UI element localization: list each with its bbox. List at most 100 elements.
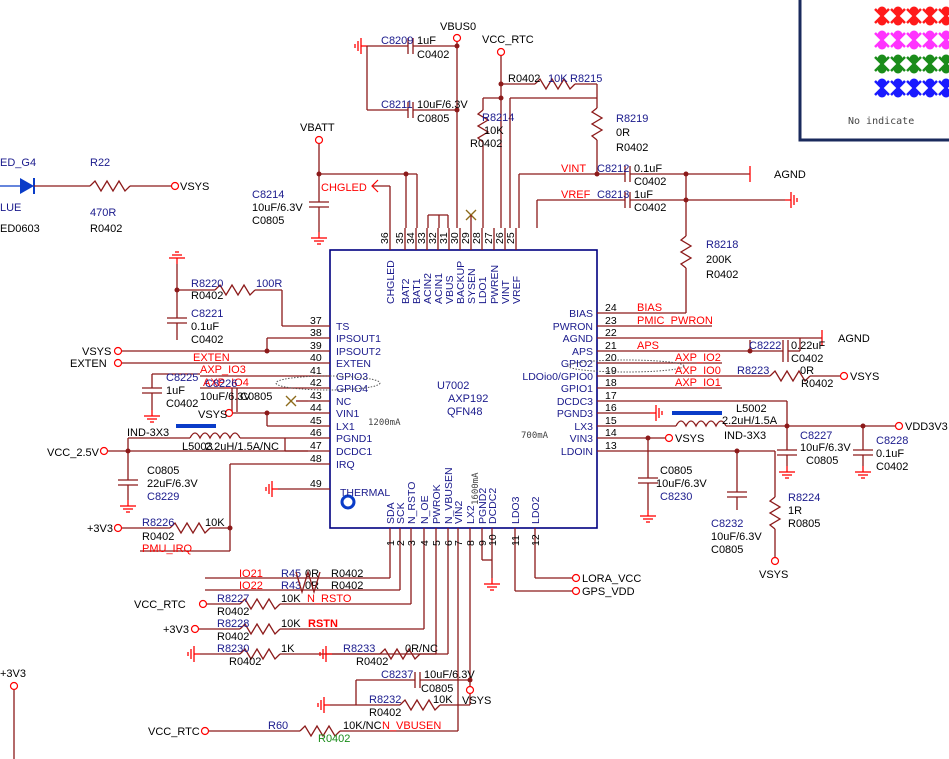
net-pmu-irq: PMU_IRQ — [142, 543, 193, 555]
pin-left-name: LX1 — [336, 421, 355, 433]
c8213-val: 1uF — [634, 189, 653, 201]
port-agnd-right: AGND — [838, 333, 870, 345]
pin-top-name: BAT2 — [400, 278, 412, 304]
net-axp-io2: AXP_IO2 — [675, 352, 721, 364]
legend-swatch — [906, 6, 922, 26]
r8220-ref: R8220 — [191, 278, 223, 290]
net-axp-io3: AXP_IO3 — [200, 364, 246, 376]
pin-left-num: 39 — [310, 340, 322, 352]
pin-top-num: 34 — [405, 232, 417, 244]
c8214-val: 10uF/6.3V — [252, 202, 303, 214]
pin-bottom-name: SCK — [395, 502, 407, 524]
r8227-pkg: R0402 — [217, 606, 249, 618]
port-vsys-mid: VSYS — [198, 409, 227, 421]
l5003-ref: L5003 — [182, 441, 213, 453]
r8218-ref: R8218 — [706, 239, 738, 251]
c8230-val: 10uF/6.3V — [656, 478, 707, 490]
r8227-val: 10K — [281, 593, 301, 605]
pin-right-num: 16 — [605, 402, 617, 414]
c8222-val: 0.22uF — [791, 340, 826, 352]
r43-pkg: R0402 — [331, 580, 363, 592]
c8228-ref: C8228 — [876, 435, 908, 447]
l5003-pkg: IND-3X3 — [127, 427, 169, 439]
pin-bottom-num: 9 — [477, 540, 489, 546]
pin-bottom-name: LDO2 — [530, 496, 542, 524]
r45-val: 0R — [305, 568, 319, 580]
pin-top-name: BACKUP — [455, 261, 467, 304]
r22-ref: R22 — [90, 157, 110, 169]
c8226-pkg: C0805 — [240, 391, 272, 403]
pin-top-name: LDO1 — [477, 276, 489, 304]
legend-swatch — [874, 30, 890, 50]
legend-swatch — [890, 54, 906, 74]
pin-left-name: PGND1 — [336, 433, 372, 445]
pin-bottom-name: PGND2 — [477, 488, 489, 524]
r8230-ref: R8230 — [217, 643, 249, 655]
c8232-pkg: C0805 — [711, 544, 743, 556]
c8227-val: 10uF/6.3V — [800, 442, 851, 454]
c8211-ref: C8211 — [381, 99, 413, 111]
pin-bottom-num: 3 — [406, 540, 418, 546]
legend-swatch — [906, 30, 922, 50]
c8212-val: 0.1uF — [634, 163, 662, 175]
r8230-val: 1K — [281, 643, 295, 655]
net-n-vbusen: N_VBUSEN — [382, 720, 441, 732]
c8221-pkg: C0402 — [191, 334, 223, 346]
pin-bottom-num: 7 — [453, 540, 465, 546]
r8218-val: 200K — [706, 254, 732, 266]
l5003-val: 2.2uH/1.5A/NC — [205, 441, 279, 453]
net-pmic-pwron: PMIC_PWRON — [637, 315, 713, 327]
pin-right-name: BIAS — [569, 308, 593, 320]
r22-val: 470R — [90, 207, 116, 219]
pin-right-name: LX3 — [574, 421, 593, 433]
pin-top-num: 27 — [483, 232, 495, 244]
r8232-ref: R8232 — [369, 694, 401, 706]
port-vcc-rtc-top: VCC_RTC — [482, 34, 534, 46]
top-wiring: VBUS0 C8209 1uF C0402 C8211 10uF/6.3V C0… — [252, 21, 806, 313]
c8209-pkg: C0402 — [417, 49, 449, 61]
c8229-pkg: C0805 — [147, 465, 179, 477]
r60-val: 10K/NC — [343, 720, 382, 732]
c8214-ref: C8214 — [252, 189, 284, 201]
legend-swatch — [938, 30, 949, 50]
pin-bottom-name: VIN2 — [453, 500, 465, 524]
pin-left-num: 42 — [310, 377, 322, 389]
r8215-val: 10K — [548, 73, 568, 85]
port-p3v3-r8228: +3V3 — [163, 624, 189, 636]
net-vref: VREF — [561, 189, 591, 201]
pin-top-num: 32 — [427, 232, 439, 244]
net-exten: EXTEN — [193, 352, 230, 364]
port-lora-vcc: LORA_VCC — [582, 573, 641, 585]
c8227-pkg: C0805 — [806, 455, 838, 467]
ic-package: QFN48 — [447, 406, 482, 418]
r60-ref: R60 — [268, 720, 288, 732]
legend-swatch — [906, 54, 922, 74]
port-p3v3-left: +3V3 — [87, 523, 113, 535]
pin-right-name: DCDC3 — [557, 396, 593, 408]
legend-swatch — [890, 78, 906, 98]
port-vsys-right: VSYS — [850, 371, 879, 383]
pin-top-num: 29 — [460, 232, 472, 244]
port-gps-vdd: GPS_VDD — [582, 586, 635, 598]
pin-right-num: 21 — [605, 340, 617, 352]
r45-pkg: R0402 — [331, 568, 363, 580]
r8232-val: 10K — [433, 694, 453, 706]
ic-part: AXP192 — [448, 393, 488, 405]
r22-pkg: R0402 — [90, 223, 122, 235]
pin-bottom-name: LX2 — [465, 505, 477, 524]
led-section: VSYS ED_G4 LUE ED0603 R22 470R R0402 — [0, 157, 209, 235]
r8228-val: 10K — [281, 618, 301, 630]
pin-top-name: PWREN — [489, 265, 501, 304]
c8221-ref: C8221 — [191, 308, 223, 320]
pin-bottom-num: 6 — [443, 540, 455, 546]
pin-right-name: LDOio0/GPIO0 — [522, 371, 593, 383]
pin-right-name: PGND3 — [557, 408, 593, 420]
c8213-pkg: C0402 — [634, 202, 666, 214]
c8222-ref: C8222 — [749, 340, 781, 352]
pin-top-name: ACIN2 — [422, 273, 434, 304]
net-aps: APS — [637, 340, 659, 352]
pin-top-name: SYSEN — [466, 268, 478, 304]
port-vcc-2v5: VCC_2.5V — [47, 447, 100, 459]
c8237-val: 10uF/6.3V — [424, 669, 475, 681]
legend-note: No indicate — [848, 116, 914, 127]
